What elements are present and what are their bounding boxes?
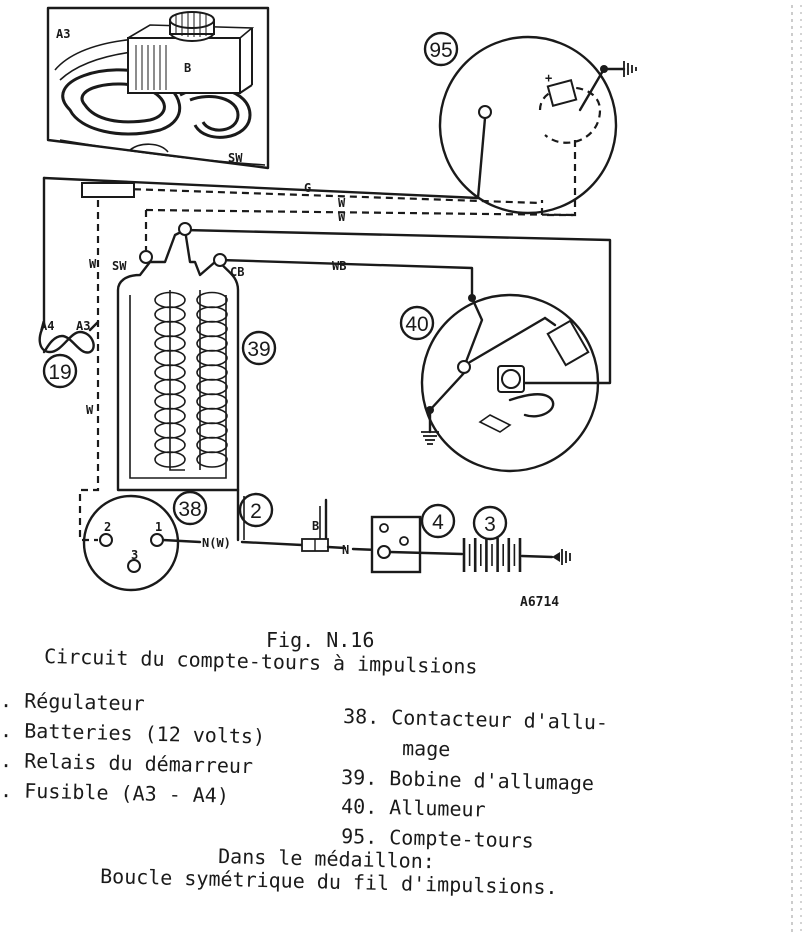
- wire-label-w2: W: [338, 210, 346, 224]
- callout-95: 95: [429, 39, 452, 62]
- wire-label-nw: N(W): [202, 536, 231, 550]
- battery: 3: [388, 505, 571, 572]
- coil-turn: [196, 436, 228, 454]
- figure-title: Circuit du compte-tours à impulsions: [44, 644, 478, 679]
- coil-turn: [196, 291, 228, 309]
- coil-turn: [196, 407, 228, 425]
- coil-label-cb: CB: [230, 265, 244, 279]
- callout-40: 40: [405, 313, 428, 336]
- inset-note-heading: Dans le médaillon:: [218, 844, 435, 873]
- inset-label-a3: A3: [56, 27, 70, 41]
- legend-item: 39. Bobine d'allumage: [341, 765, 594, 795]
- legend-item: 4. Relais du démarreur: [0, 748, 253, 778]
- coil-turn: [196, 364, 228, 381]
- callout-38-ring: [172, 490, 208, 526]
- legend-item: 3. Batteries (12 volts): [0, 718, 265, 749]
- regulator: B N 2: [236, 488, 380, 557]
- coil-turn: [196, 422, 228, 439]
- coil-turn: [196, 335, 228, 352]
- wire-label-w-left: W: [89, 257, 97, 271]
- callout-39-ring: [241, 330, 277, 366]
- fuse-label-a4: A4: [40, 319, 54, 333]
- battery-cells: [462, 538, 522, 572]
- callout-2-ring: [238, 492, 274, 528]
- switch-terminal-3: 3: [131, 548, 138, 562]
- figure-code: A6714: [520, 595, 559, 610]
- legend-left: 2. Régulateur 3. Batteries (12 volts) 4.…: [0, 688, 265, 808]
- ignition-coil: SW CB 39: [112, 222, 277, 492]
- coil-turn: [196, 378, 228, 396]
- callout-2: 2: [250, 500, 262, 523]
- tachometer: + 95: [423, 31, 637, 217]
- coil-turn: [196, 393, 228, 410]
- wire-label-wb: WB: [332, 259, 346, 273]
- fuse-label-a3: A3: [76, 319, 90, 333]
- legend-item: mage: [402, 736, 451, 761]
- page-edge-marks: [791, 5, 802, 932]
- legend-item: 40. Allumeur: [341, 794, 486, 822]
- coil-turn: [196, 451, 228, 468]
- inset-note-text: Boucle symétrique du fil d'impulsions.: [100, 864, 558, 899]
- distributor: 40: [399, 293, 600, 473]
- legend-item: 9. Fusible (A3 - A4): [0, 778, 229, 808]
- callout-95-ring: [423, 31, 459, 67]
- callout-19: 19: [48, 361, 71, 384]
- fuse: A4 A3 19: [38, 319, 100, 389]
- inset-label-b: B: [184, 61, 191, 75]
- callout-4-ring: [420, 503, 456, 539]
- inset-label-sw: SW: [228, 151, 243, 165]
- coil-turn: [196, 320, 228, 338]
- figure-number: Fig. N.16: [266, 628, 374, 652]
- wire-label-n: N: [342, 543, 349, 557]
- wire-label-w-left2: W: [86, 403, 94, 417]
- coil-label-sw: SW: [112, 259, 127, 273]
- wire-label-w1: W: [338, 196, 346, 210]
- callout-3: 3: [484, 513, 496, 536]
- callout-3-ring: [472, 505, 508, 541]
- wire-label-g: G: [304, 181, 311, 195]
- starter-relay: 4: [370, 503, 456, 574]
- svg-text:+: +: [545, 71, 552, 85]
- callout-19-ring: [42, 353, 78, 389]
- coil-secondary-winding: [196, 291, 228, 468]
- coil-turn: [196, 306, 228, 323]
- switch-terminal-2: 2: [104, 520, 111, 534]
- wire-harness: G W W WB W W: [42, 176, 612, 542]
- legend-item: 2. Régulateur: [0, 688, 145, 716]
- legend-item: 38. Contacteur d'allu-: [343, 704, 608, 734]
- callout-40-ring: [399, 305, 435, 341]
- coil-turn: [196, 349, 228, 367]
- ignition-switch: 2 1 3 N(W) 38: [82, 490, 304, 592]
- legend-item: 95. Compte-tours: [341, 824, 534, 853]
- regulator-label-b: B: [312, 519, 319, 533]
- switch-terminal-1: 1: [155, 520, 162, 534]
- callout-38: 38: [178, 498, 201, 521]
- legend-right: 38. Contacteur d'allu- mage 39. Bobine d…: [341, 704, 608, 853]
- inset-medallion: A3 B SW: [46, 6, 270, 170]
- callout-39: 39: [247, 338, 270, 361]
- callout-4: 4: [432, 511, 444, 534]
